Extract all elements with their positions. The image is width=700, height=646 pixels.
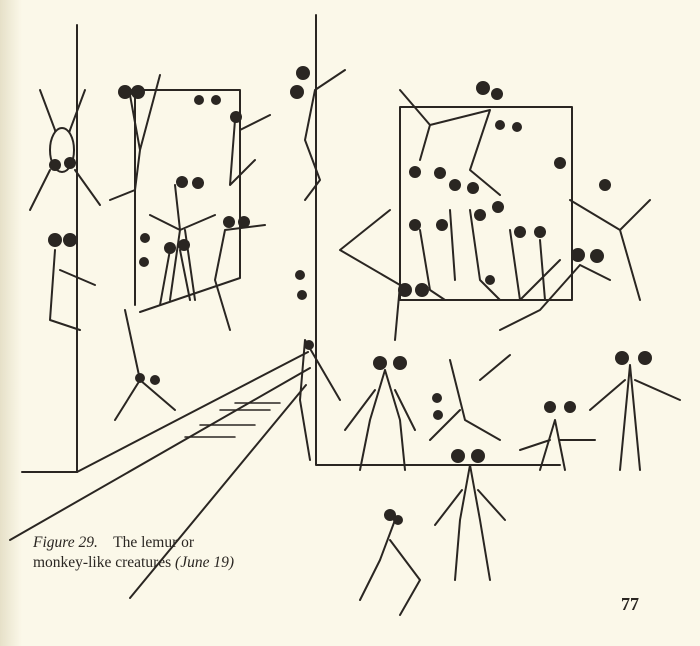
figure-caption: Figure 29. The lemur or monkey-like crea… — [33, 533, 234, 573]
page-number: 77 — [621, 594, 639, 614]
caption-date: (June 19) — [175, 554, 234, 571]
caption-text-1: The lemur or — [113, 534, 195, 551]
figure-label: Figure 29. — [33, 534, 98, 551]
caption-line-2: monkey-like creatures (June 19) — [33, 553, 234, 573]
caption-text-2: monkey-like creatures — [33, 554, 172, 571]
page-gutter-shadow — [0, 0, 22, 646]
caption-line-1: Figure 29. The lemur or — [33, 533, 234, 553]
